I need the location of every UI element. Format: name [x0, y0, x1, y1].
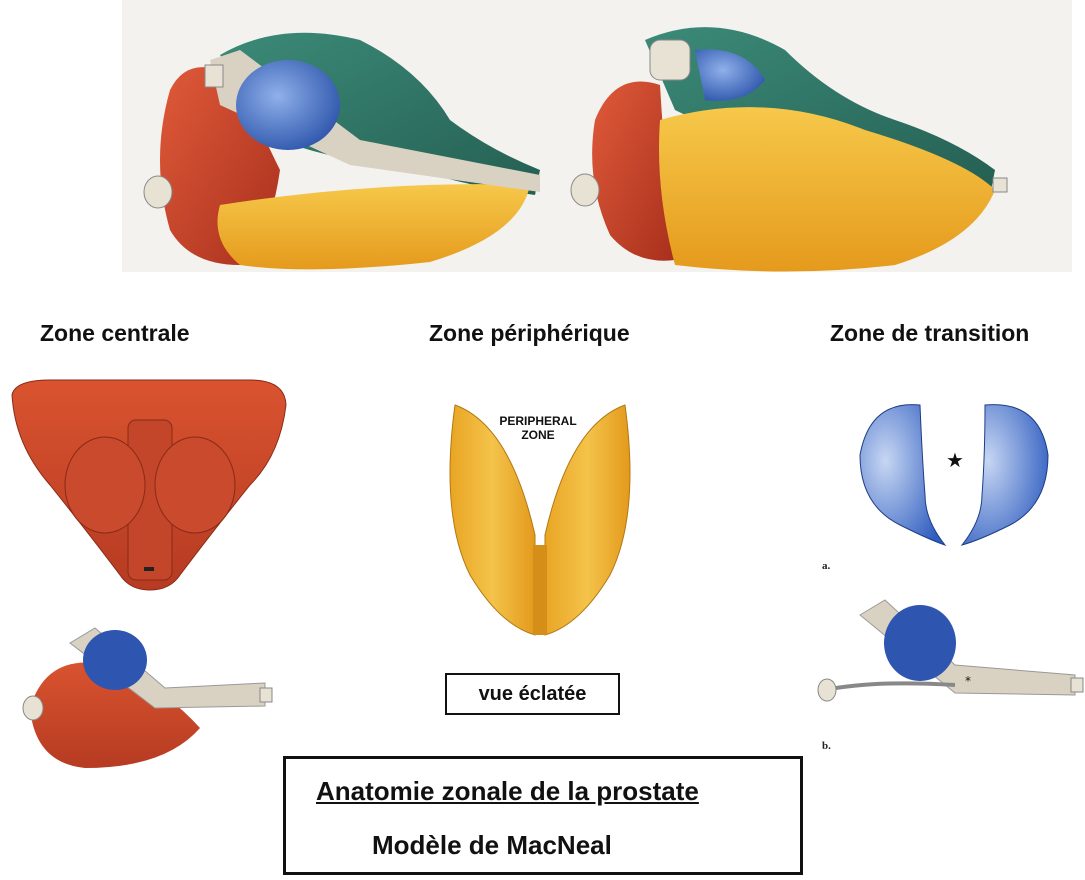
- diagram-title: Anatomie zonale de la prostate: [316, 776, 699, 807]
- peripheral-zone: [659, 107, 995, 271]
- verumontanum-star-marker: *: [965, 674, 971, 688]
- right-lobe: [155, 437, 235, 533]
- label-central-zone: Zone centrale: [40, 320, 190, 347]
- exploded-view-label: vue éclatée: [445, 673, 620, 715]
- urethra-stub: [650, 40, 690, 80]
- transition-zone: [884, 605, 956, 681]
- left-lobe: [65, 437, 145, 533]
- right-transition-lobe: [962, 405, 1048, 545]
- ejaculatory-duct-stub: [818, 679, 836, 701]
- prostate-model-right: [565, 10, 1015, 280]
- transition-zone: [83, 630, 147, 690]
- transition-zone-front-view: ★: [850, 395, 1060, 555]
- urethra-distal-stub: [993, 178, 1007, 192]
- prostate-model-left: [130, 10, 550, 280]
- urethra-distal-stub: [1071, 678, 1083, 692]
- ejaculatory-duct-stub: [571, 174, 599, 206]
- transition-zone-side-view: *: [815, 595, 1085, 705]
- figure-label-b: b.: [822, 740, 831, 752]
- ejaculatory-duct-stub: [23, 696, 43, 720]
- label-transition-zone: Zone de transition: [830, 320, 1029, 347]
- figure-label-a: a.: [822, 560, 830, 572]
- transition-zone: [236, 60, 340, 150]
- central-zone-side-view: [15, 618, 285, 768]
- diagram-subtitle: Modèle de MacNeal: [372, 830, 612, 861]
- urethra-stub: [205, 65, 223, 87]
- urethra-star-marker: ★: [946, 448, 964, 472]
- ejaculatory-duct-stub: [144, 176, 172, 208]
- exploded-view-text: vue éclatée: [479, 683, 587, 706]
- label-peripheral-zone: Zone périphérique: [429, 320, 630, 347]
- title-box: Anatomie zonale de la prostate Modèle de…: [283, 756, 803, 875]
- apex-groove: [533, 545, 547, 635]
- urethra-distal-stub: [260, 688, 272, 702]
- ejaculatory-duct: [825, 683, 955, 690]
- left-transition-lobe: [860, 405, 945, 545]
- verumontanum-mark: [144, 567, 154, 571]
- central-zone-front-view: [10, 375, 290, 605]
